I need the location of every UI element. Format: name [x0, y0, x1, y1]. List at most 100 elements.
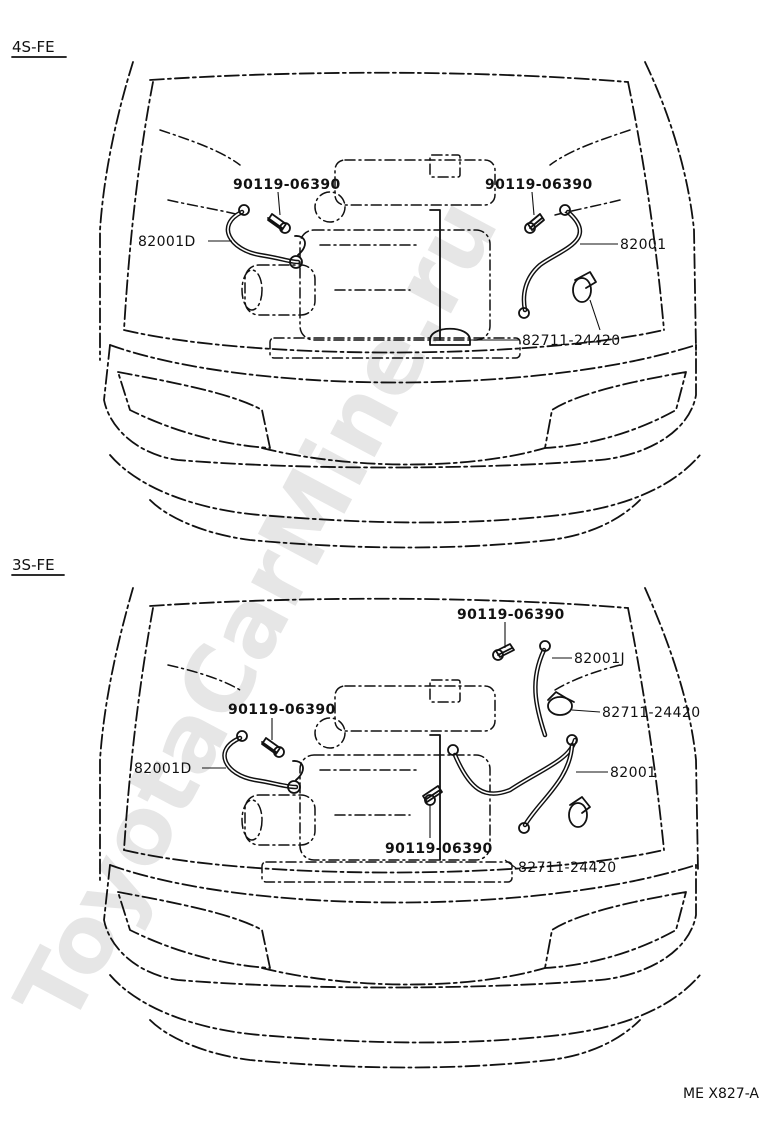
headlight-right-2 [544, 891, 687, 969]
engine-components-2 [241, 679, 513, 883]
bolt-left-group-2 [261, 737, 285, 758]
bumper-face [103, 344, 697, 469]
hood-inner-right-2 [627, 607, 665, 851]
fender-top-left [149, 71, 629, 83]
panel-line-left [167, 199, 241, 216]
cable-left-path [225, 209, 301, 265]
cable-left-terminal-b [289, 255, 303, 269]
ground-cable-left [225, 204, 306, 269]
cable-left-terminal-2a [236, 730, 248, 742]
cable-top-terminal [539, 640, 551, 652]
bolt-right-icon [527, 213, 545, 231]
leader-clamp [589, 299, 601, 331]
ground-cable-right-2 [447, 734, 578, 834]
headlight-left-2 [117, 891, 271, 969]
bolt-left-head-2 [273, 746, 285, 758]
lower-bumper [109, 454, 701, 524]
intake-manifold [429, 154, 461, 178]
oil-cap [429, 327, 471, 346]
engine-bay-floor-2 [123, 849, 665, 874]
cable-right-inner [523, 211, 581, 311]
cable-top-inner [534, 649, 546, 736]
clamp-bottom-icon [568, 802, 588, 828]
hood-right-edge-2 [644, 587, 699, 871]
cable-left-inner [227, 211, 299, 263]
intake-manifold-2 [429, 679, 461, 703]
section-label-4s-fe: 4S-FE [12, 38, 55, 56]
bolt-left-icon [267, 213, 287, 231]
label-bolt-top: 90119-06390 [457, 607, 565, 623]
oil-pan-2 [261, 861, 513, 883]
air-intake [334, 159, 496, 206]
engine-block-2 [299, 754, 491, 861]
clamp-top-group [547, 691, 575, 716]
clamp-group [572, 271, 597, 303]
wheel-arch-left-detail [159, 129, 241, 166]
section-3s-fe: 3S-FE [11, 556, 701, 1069]
bolt-top-head [492, 649, 504, 661]
hood-left-edge-2 [99, 587, 134, 881]
reference-code: ME X827-A [683, 1086, 759, 1102]
label-cable-left: 82001D [138, 234, 196, 250]
lower-bumper-2 [109, 974, 701, 1044]
cable-right-terminal-2c [566, 734, 578, 746]
label-clamp: 82711-24420 [522, 333, 621, 349]
wheel-arch-right-detail [549, 129, 631, 166]
bolt-left-group [267, 213, 291, 234]
starter-motor-2 [244, 794, 316, 846]
label-cable-top: 82001J [574, 651, 625, 667]
leader-bolt-right [531, 191, 535, 216]
cable-right-terminal-a [559, 204, 571, 216]
label-clamp-top: 82711-24420 [602, 705, 701, 721]
cable-left-hook-2 [292, 760, 304, 781]
cable-left-terminal-a [238, 204, 250, 216]
ground-cable-top [533, 640, 551, 738]
throttle-body [314, 191, 346, 223]
label-bolt-left-2: 90119-06390 [228, 702, 336, 718]
clamp-bottom-group [568, 796, 591, 828]
bolt-left-head [279, 222, 291, 234]
panel-line-left-2 [167, 664, 241, 691]
air-intake-2 [334, 685, 496, 732]
label-bolt-left: 90119-06390 [233, 177, 341, 193]
engine-components [241, 154, 521, 359]
leader-lines [208, 191, 618, 341]
hood-inner-left-2 [123, 607, 154, 851]
lower-grille [149, 499, 641, 549]
cable-right-terminal-2b [518, 822, 530, 834]
engine-block [299, 229, 491, 341]
label-bolt-right: 90119-06390 [485, 177, 593, 193]
headlight-left [117, 371, 271, 449]
headlight-right [544, 371, 687, 449]
lower-grille-2 [149, 1019, 641, 1069]
engine-bay-floor [123, 329, 665, 354]
clamp-tab [574, 271, 597, 289]
panel-line-right-2 [554, 664, 621, 691]
section-label-3s-fe: 3S-FE [12, 556, 55, 574]
bolt-right-group [524, 213, 545, 234]
grille-2 [261, 967, 546, 986]
battery-bracket [429, 209, 441, 341]
hood-inner-right [627, 81, 665, 331]
grille [261, 447, 546, 466]
clamp-icon [572, 277, 592, 303]
cable-right-drop-inner-2 [524, 744, 573, 826]
cable-left-hook [294, 235, 306, 256]
bolt-right-head [524, 222, 536, 234]
cable-right-terminal-b [518, 307, 530, 319]
battery-bracket-2 [429, 734, 441, 861]
starter-motor [244, 264, 316, 316]
leader-lines-2 [202, 622, 608, 869]
label-cable-left-2: 82001D [134, 761, 192, 777]
hood-inner-left [123, 81, 154, 331]
fender-top-2 [149, 597, 629, 609]
bumper-upper [109, 344, 697, 384]
cable-top-path [533, 647, 548, 738]
section-4s-fe: 4S-FE [11, 38, 701, 549]
label-bolt-bottom: 90119-06390 [385, 841, 493, 857]
bumper-upper-2 [109, 864, 697, 904]
label-cable-right-2: 82001 [610, 765, 657, 781]
leader-clamp-top [571, 709, 601, 713]
ground-cable-left-2 [222, 730, 304, 794]
